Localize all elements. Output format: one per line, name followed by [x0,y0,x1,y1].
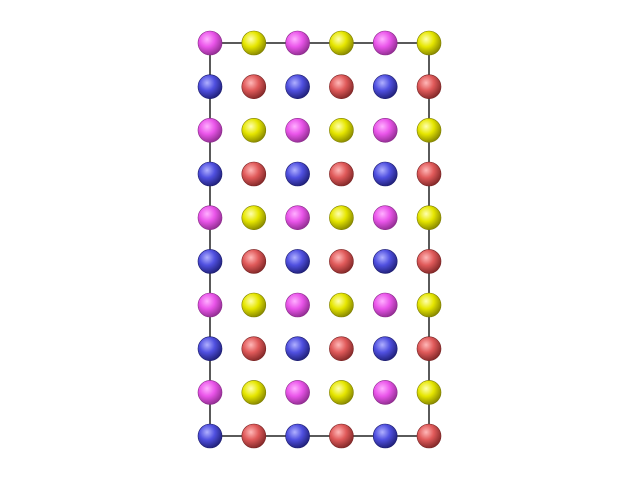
atom-blue [372,249,398,274]
atom-blue [197,161,223,187]
atom-magenta [285,380,310,405]
atom-magenta [372,118,398,143]
atom-red [416,423,442,449]
atom-red [416,249,442,274]
atom-yellow [241,30,267,56]
atom-magenta [197,30,223,56]
atom-yellow [241,380,267,405]
atom-blue [285,161,310,187]
atom-yellow [416,118,442,143]
atom-magenta [285,205,310,230]
atom-blue [197,249,223,274]
atom-yellow [241,205,267,230]
atom-blue [372,161,398,187]
atom-blue [197,74,223,99]
atom-yellow [329,292,354,318]
unit-cell-outline [209,42,430,437]
atom-yellow [329,30,354,56]
atom-blue [197,336,223,362]
atom-magenta [372,30,398,56]
atom-yellow [329,118,354,143]
atom-layer [197,30,442,449]
atom-magenta [197,292,223,318]
atom-red [241,249,267,274]
atom-red [241,423,267,449]
atom-red [241,161,267,187]
atom-yellow [241,118,267,143]
atom-blue [372,336,398,362]
atom-blue [197,423,223,449]
atom-magenta [197,380,223,405]
atom-magenta [197,205,223,230]
atom-red [416,161,442,187]
atom-yellow [416,30,442,56]
atom-red [416,336,442,362]
atom-magenta [372,205,398,230]
atom-red [329,161,354,187]
atom-yellow [416,205,442,230]
atom-magenta [285,30,310,56]
atom-red [416,74,442,99]
atom-yellow [329,380,354,405]
atom-magenta [197,118,223,143]
atom-blue [285,336,310,362]
atom-blue [285,423,310,449]
atom-blue [372,423,398,449]
atom-yellow [416,380,442,405]
atom-red [329,423,354,449]
atom-yellow [416,292,442,318]
atom-magenta [285,118,310,143]
atom-magenta [372,380,398,405]
atom-red [329,249,354,274]
atom-yellow [241,292,267,318]
atom-magenta [285,292,310,318]
atom-red [329,74,354,99]
atom-blue [285,249,310,274]
atom-red [241,336,267,362]
atom-red [329,336,354,362]
atom-magenta [372,292,398,318]
atom-red [241,74,267,99]
atom-blue [372,74,398,99]
atom-blue [285,74,310,99]
atom-yellow [329,205,354,230]
